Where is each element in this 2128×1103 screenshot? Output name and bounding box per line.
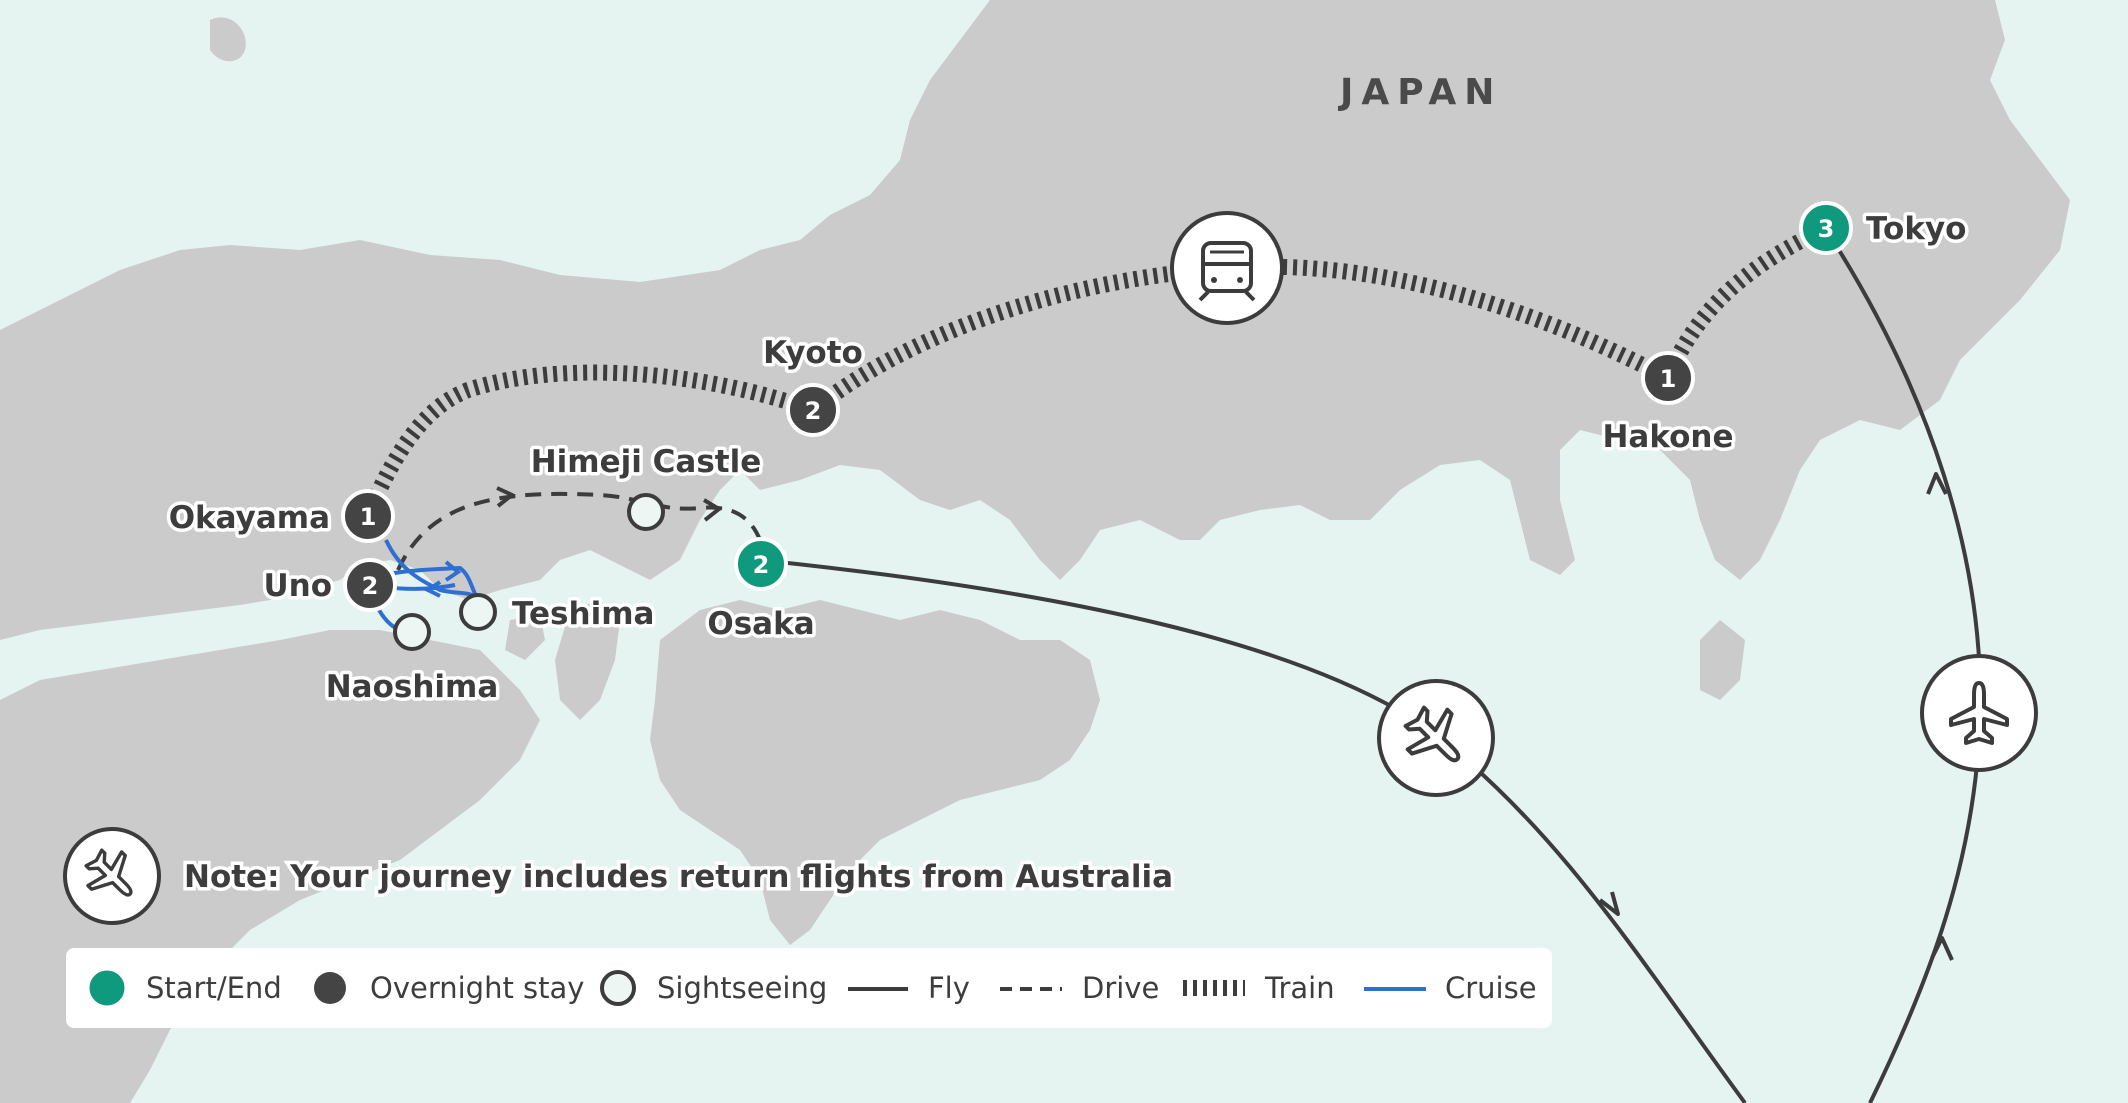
plane-icon bbox=[1920, 654, 2038, 772]
legend-item-cruise: Cruise bbox=[1364, 971, 1537, 1005]
stop-osaka[interactable]: 2 Osaka bbox=[704, 537, 818, 646]
legend-panel bbox=[66, 948, 1552, 1028]
legend-item-overnight: Overnight stay bbox=[314, 971, 584, 1005]
flights-note: Note: Your journey includes return fligh… bbox=[63, 827, 1177, 925]
legend-label: Train bbox=[1264, 971, 1335, 1005]
cruise-route bbox=[368, 539, 480, 634]
legend-label: Cruise bbox=[1445, 971, 1537, 1005]
stop-nights: 2 bbox=[362, 572, 379, 600]
stop-uno[interactable]: 2 Uno bbox=[260, 558, 397, 612]
legend-item-train: Train bbox=[1183, 971, 1335, 1005]
legend-label: Start/End bbox=[146, 971, 282, 1005]
stop-tokyo[interactable]: 3 Tokyo bbox=[1799, 201, 1970, 255]
honshu-land bbox=[0, 0, 2070, 640]
stop-label: Himeji Castle bbox=[531, 444, 762, 480]
legend: Start/End Overnight stay Sightseeing Fly… bbox=[66, 948, 1552, 1028]
kii-land bbox=[650, 600, 1100, 945]
legend-item-fly: Fly bbox=[848, 971, 970, 1005]
stop-kyoto[interactable]: 2 Kyoto bbox=[760, 332, 866, 437]
legend-label: Fly bbox=[928, 971, 970, 1005]
stop-nights: 3 bbox=[1818, 215, 1835, 243]
stop-hakone[interactable]: 1 Hakone bbox=[1599, 351, 1737, 459]
country-label: JAPAN bbox=[1337, 72, 1502, 113]
train-route bbox=[360, 220, 1830, 519]
plane-icon bbox=[1377, 679, 1495, 797]
legend-label: Sightseeing bbox=[657, 971, 827, 1005]
stop-label: Naoshima bbox=[326, 669, 499, 705]
note-icon-circle bbox=[63, 827, 161, 925]
legend-item-start-end: Start/End bbox=[86, 967, 282, 1009]
legend-label: Drive bbox=[1082, 971, 1159, 1005]
stop-label: Hakone bbox=[1602, 419, 1733, 455]
stop-himeji[interactable]: Himeji Castle bbox=[527, 441, 765, 531]
stop-nights: 1 bbox=[360, 503, 377, 531]
legend-item-drive: Drive bbox=[1000, 971, 1159, 1005]
note-text: Note: Your journey includes return fligh… bbox=[184, 859, 1173, 895]
stop-label: Teshima bbox=[512, 596, 654, 632]
stop-label: Kyoto bbox=[763, 335, 863, 371]
stop-nights: 2 bbox=[753, 551, 770, 579]
stop-label: Okayama bbox=[169, 500, 330, 536]
stop-label: Osaka bbox=[707, 606, 814, 642]
stop-okayama[interactable]: 1 Okayama bbox=[165, 489, 395, 543]
stop-teshima[interactable]: Teshima bbox=[459, 593, 658, 636]
train-icon bbox=[1170, 211, 1284, 325]
stop-label: Uno bbox=[263, 568, 332, 604]
stop-nights: 1 bbox=[1660, 365, 1677, 393]
legend-item-sightseeing: Sightseeing bbox=[600, 970, 827, 1006]
legend-label: Overnight stay bbox=[370, 971, 584, 1005]
stop-label: Tokyo bbox=[1866, 211, 1966, 247]
stop-naoshima[interactable]: Naoshima bbox=[322, 613, 502, 709]
stop-nights: 2 bbox=[805, 397, 822, 425]
